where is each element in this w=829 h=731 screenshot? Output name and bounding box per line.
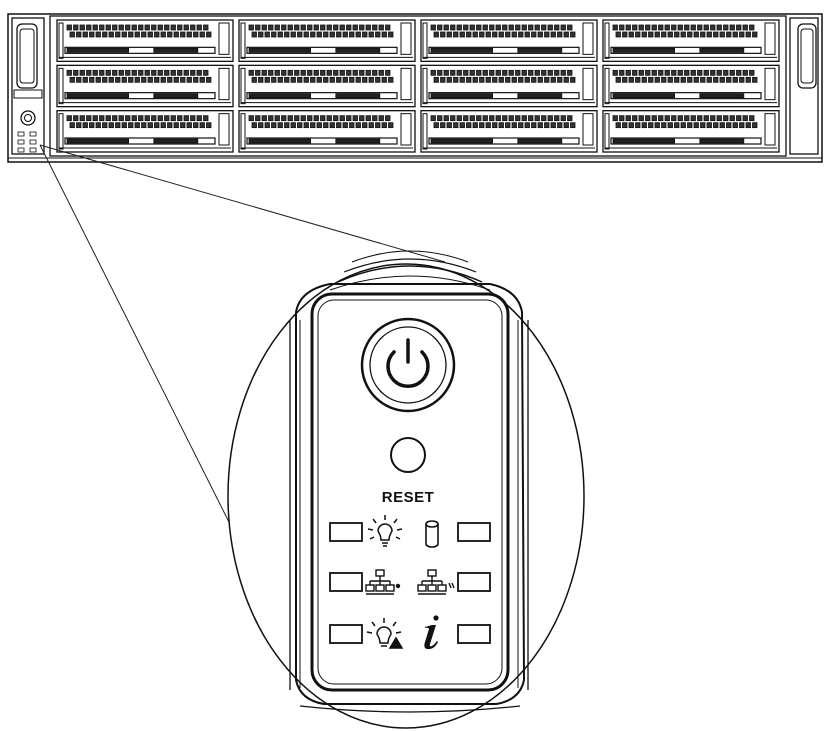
fail-led [329, 624, 363, 644]
right-rack-ear [789, 17, 819, 155]
magnifier-circle [227, 263, 585, 729]
nic2-led [457, 572, 491, 592]
network-2-icon [417, 569, 455, 595]
drive-bay [420, 110, 598, 153]
power-led-icon [367, 515, 403, 547]
drive-bay [602, 64, 780, 108]
power-led [329, 522, 363, 542]
ear-power-button [20, 110, 36, 126]
front-control-panel [310, 292, 510, 692]
hdd-led [457, 522, 491, 542]
info-led [457, 624, 491, 644]
magnified-view [227, 263, 585, 729]
drive-bay [602, 110, 780, 153]
drive-bay [238, 110, 416, 153]
system-fail-icon [366, 618, 404, 649]
network-1-icon [365, 569, 401, 595]
reset-label: RESET [382, 489, 435, 506]
drive-bay [56, 19, 234, 62]
control-panel-bezel [289, 250, 529, 713]
drive-bay [420, 64, 598, 108]
led-indicators [329, 522, 491, 644]
power-icon [386, 338, 430, 389]
drive-bay [602, 19, 780, 62]
drive-bay [56, 110, 234, 153]
hdd-activity-icon [425, 520, 439, 548]
power-button [360, 317, 456, 413]
drive-bay [56, 64, 234, 108]
drive-bay-grid [56, 19, 780, 153]
drive-bay [238, 19, 416, 62]
reset-button [390, 437, 426, 473]
left-rack-ear [11, 17, 45, 155]
server-chassis [7, 13, 823, 163]
nic1-led [329, 572, 363, 592]
drive-bay [238, 64, 416, 108]
drive-bay [420, 19, 598, 62]
info-icon [424, 615, 439, 650]
